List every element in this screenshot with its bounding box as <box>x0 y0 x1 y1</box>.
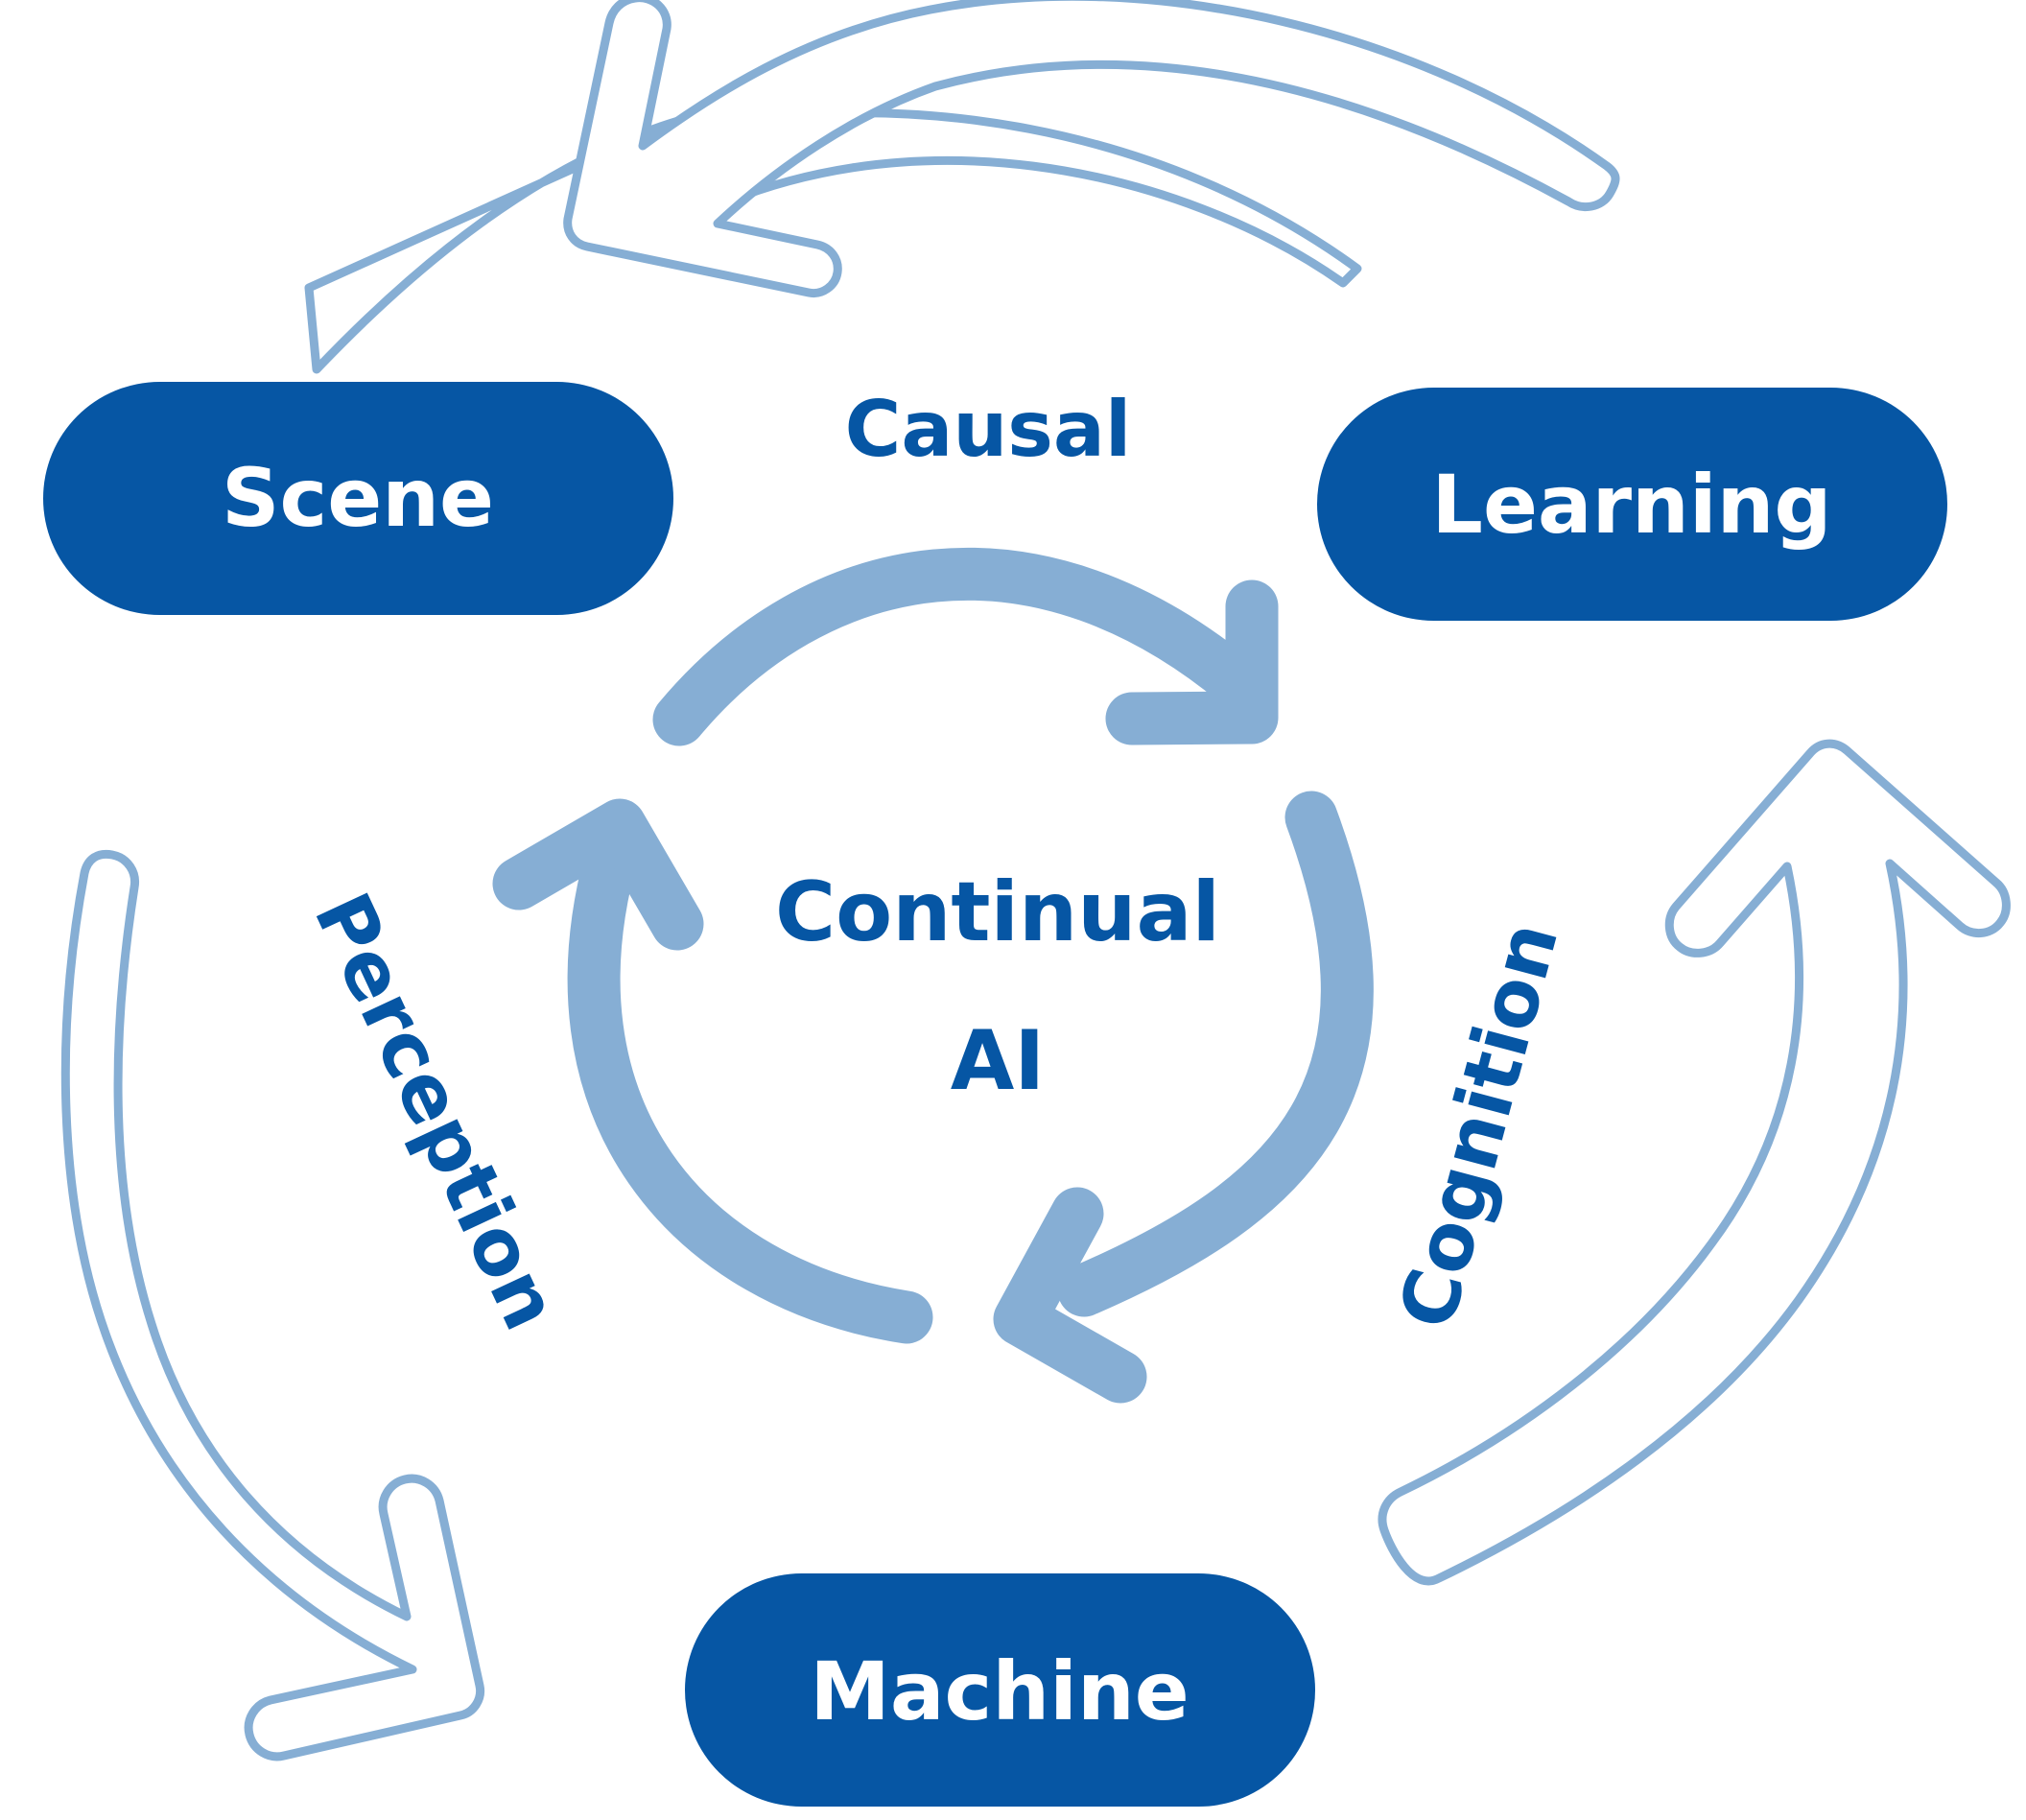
inner-cycle <box>492 548 1374 1404</box>
cognition-label: Cognition <box>1382 913 1576 1337</box>
cognition-arrow-shape <box>1378 739 2011 1586</box>
node-learning-pill <box>1317 388 1947 621</box>
inner-arc-right <box>1057 791 1374 1317</box>
node-learning: Learning <box>1317 388 1947 621</box>
inner-arc-top <box>652 548 1274 746</box>
causal-arrow <box>304 108 1362 374</box>
inner-arrowhead-left <box>492 798 704 951</box>
causal-label: Causal <box>845 385 1132 474</box>
inner-arc-left <box>567 820 933 1344</box>
node-machine-label: Machine <box>810 1644 1189 1738</box>
node-scene: Scene <box>43 382 673 615</box>
inner-arrowhead-right <box>993 1187 1147 1404</box>
perception-label: Perception <box>296 880 576 1342</box>
center-label-line2: AI <box>951 1013 1046 1109</box>
inner-arrowhead-top <box>1105 579 1279 745</box>
center-label-line1: Continual <box>775 864 1220 960</box>
node-scene-pill <box>43 382 673 615</box>
node-scene-label: Scene <box>222 451 494 545</box>
node-machine: Machine <box>685 1573 1315 1807</box>
node-learning-label: Learning <box>1431 458 1831 552</box>
node-machine-pill <box>685 1573 1315 1807</box>
perception-arrow-shape <box>60 849 485 1761</box>
causal-arrow-shape <box>563 0 1620 298</box>
